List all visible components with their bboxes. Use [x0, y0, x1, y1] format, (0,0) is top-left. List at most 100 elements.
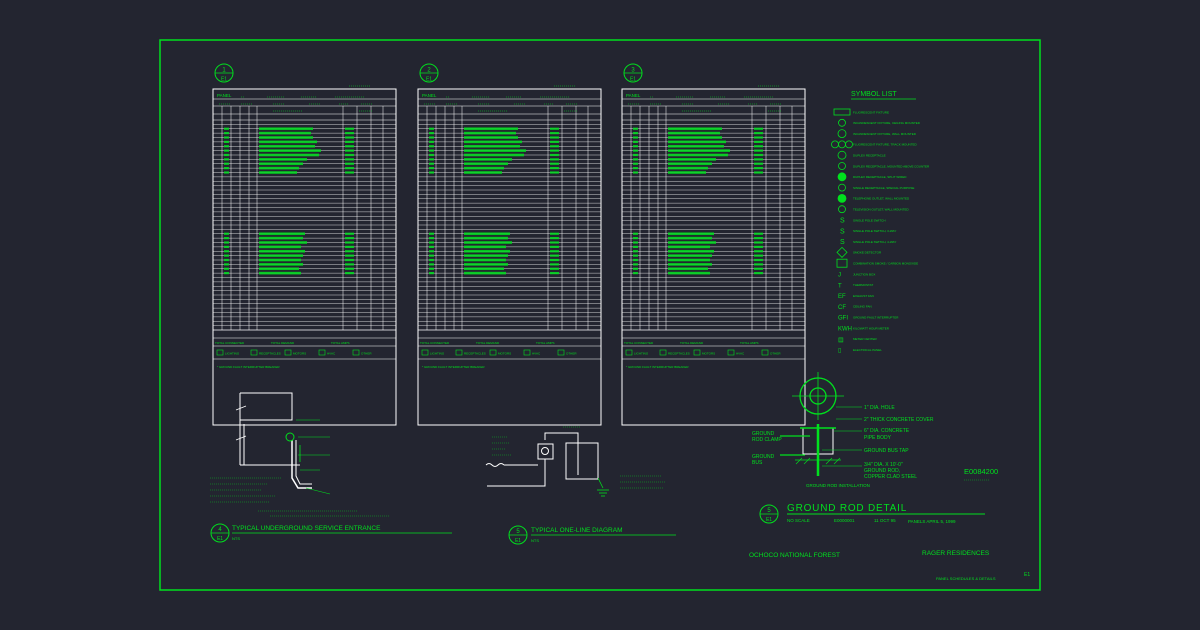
- panel-circuit-load: [345, 245, 354, 248]
- panel-circuit-number: [224, 241, 229, 244]
- panel-circuit-load: [754, 145, 763, 148]
- panel-circuit-number: [429, 272, 434, 275]
- switch-icon: S: [840, 239, 845, 246]
- panel-circuit-description: [259, 267, 299, 271]
- symbol-description: TELEVISION OUTLET, WALL MOUNTED: [853, 208, 909, 212]
- panel-legend-box: [352, 349, 360, 356]
- panel-circuit-number: [633, 272, 638, 275]
- panel-legend-box: [284, 349, 292, 356]
- panel-circuit-description: [668, 136, 722, 139]
- panel-circuit-description: [259, 131, 311, 135]
- panel-circuit-number: [224, 237, 229, 240]
- panel-legend-box: [523, 349, 531, 356]
- panel-circuit-description: [259, 254, 303, 257]
- callout-text: PIPE BODY: [864, 435, 892, 441]
- panel-circuit-number: [429, 232, 434, 235]
- panel-circuit-description: [668, 131, 720, 135]
- panel-circuit-load: [550, 254, 559, 257]
- panel-legend-box: [455, 349, 463, 356]
- panel-circuit-load: [550, 149, 559, 152]
- panel-circuit-description: [464, 232, 510, 236]
- panel-circuit-description: [668, 236, 712, 240]
- panel-circuit-description: [464, 162, 508, 166]
- panel-circuit-load: [345, 167, 354, 170]
- panel-circuit-description: [668, 127, 722, 131]
- symbol-icon: [838, 205, 846, 214]
- symbol-icon: ▤: [838, 337, 844, 343]
- earth-hatch: [825, 457, 833, 465]
- panel-circuit-number: [429, 241, 434, 244]
- panel-legend-box: [421, 349, 429, 356]
- panel-label: PANEL: [422, 93, 437, 98]
- panel-legend-label: RECEPTACLES: [464, 352, 486, 356]
- panel-legend-label: HVAC: [327, 352, 336, 356]
- sheet-border: [159, 39, 1041, 591]
- panel-circuit-load: [550, 140, 559, 143]
- panel-circuit-description: [464, 267, 504, 271]
- symbol-icon: [838, 118, 846, 127]
- panel-circuit-number: [633, 267, 638, 270]
- panel-circuit-description: [259, 136, 313, 139]
- panel-legend-box: [557, 349, 565, 356]
- panel-legend-box: [489, 349, 497, 356]
- drawing-date-code: 11 OCT 95: [874, 518, 896, 523]
- panel-circuit-load: [345, 132, 354, 135]
- panel-circuit-number: [633, 254, 638, 257]
- panel-circuit-number: [224, 232, 229, 235]
- callout-text: 6" DIA. CONCRETE: [864, 428, 910, 434]
- detail-title: TYPICAL ONE-LINE DIAGRAM: [531, 527, 623, 534]
- callout-text: GROUND: [752, 431, 775, 437]
- drawing-number: E0000001: [834, 518, 855, 523]
- symbol-description: TELEPHONE OUTLET, WALL MOUNTED: [853, 197, 910, 201]
- symbol-description: METER CENTER: [853, 337, 878, 341]
- callout-text: GROUND BUS TAP: [864, 448, 909, 454]
- panel-outline: [417, 88, 602, 426]
- sheet-description: PANEL SCHEDULES & DETAILS: [936, 576, 996, 581]
- symbol-description: DUPLEX RECEPTACLE, SPLIT WIRED: [853, 175, 907, 179]
- symbol-description: ELECTRICAL PANEL: [853, 348, 882, 352]
- service-feeder: [544, 432, 579, 475]
- detail-bubble-sheet: E1: [217, 536, 223, 542]
- panel-circuit-description: [259, 162, 303, 166]
- callout-text: GROUND: [752, 454, 775, 460]
- symbol-description: FLUORESCENT FIXTURE: [853, 110, 889, 114]
- panel-circuit-description: [668, 267, 708, 271]
- symbol-description: KILOWATT HOUR METER: [853, 326, 890, 330]
- symbol-description: SINGLE POLE SWITCH: [853, 218, 886, 222]
- panel-circuit-description: [668, 153, 728, 157]
- panel-circuit-number: [633, 258, 638, 262]
- panel-circuit-description: [668, 254, 712, 257]
- panel-circuit-description: [668, 171, 706, 174]
- panel-circuit-description: [464, 249, 510, 253]
- panel-circuit-description: [464, 127, 518, 131]
- panel-label: PANEL: [217, 93, 232, 98]
- panel-circuit-description: [259, 171, 297, 174]
- panel-circuit-number: [224, 267, 229, 270]
- panel-legend-label: LIGHTING: [430, 352, 445, 356]
- symbol-description: INCANDESCENT FIXTURE, CEILING MOUNTED: [853, 121, 921, 125]
- panel-legend-label: OTHER: [566, 352, 577, 356]
- panel-circuit-load: [345, 237, 354, 240]
- panel-circuit-number: [633, 167, 638, 170]
- panel-circuit-number: [633, 162, 638, 165]
- detail-scale: NTS: [531, 538, 539, 543]
- panel-circuit-number: [429, 258, 434, 262]
- panel-summary-label: TOTAL DEMAND: [476, 341, 500, 345]
- underground-service-detail: 4 E1 TYPICAL UNDERGROUND SERVICE ENTRANC…: [210, 392, 452, 543]
- panel-circuit-load: [754, 254, 763, 257]
- panel-circuit-load: [754, 167, 763, 170]
- panel-circuit-number: [224, 153, 229, 157]
- panel-circuit-load: [550, 145, 559, 148]
- panel-circuit-number: [633, 171, 638, 174]
- earth-hatch: [803, 457, 811, 465]
- symbol-icon: [838, 183, 846, 192]
- detail-bubble-number: 5: [767, 508, 771, 514]
- panel-circuit-load: [754, 149, 763, 152]
- main-panel-box: [565, 442, 599, 480]
- panel-circuit-load: [754, 263, 763, 266]
- panel-circuit-number: [633, 140, 638, 143]
- panel-circuit-number: [224, 145, 229, 148]
- panel-bubble-sheet: E1: [426, 77, 432, 83]
- panel-circuit-description: [668, 245, 710, 249]
- panel-circuit-number: [429, 263, 434, 266]
